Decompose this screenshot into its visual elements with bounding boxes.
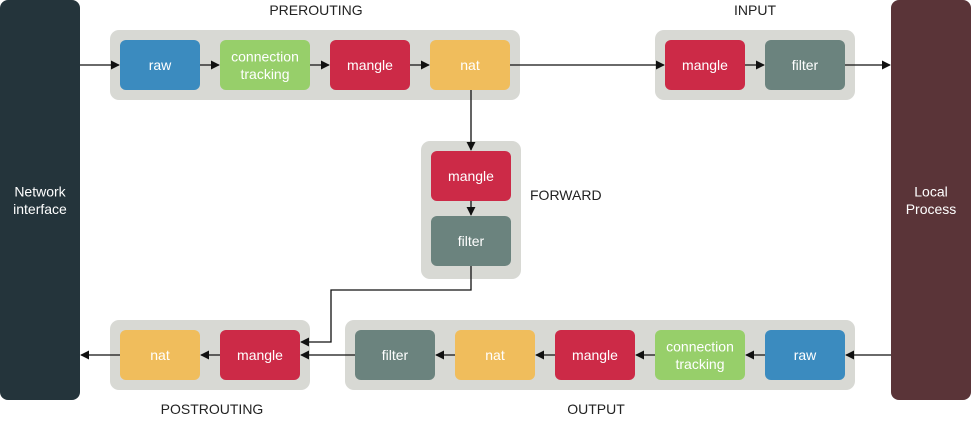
- prerouting-mangle-node: mangle: [330, 40, 410, 90]
- forward-filter-node: filter: [431, 216, 511, 266]
- postrouting-mangle-label-line: mangle: [237, 347, 283, 363]
- postrouting-mangle-label: mangle: [237, 347, 283, 363]
- forward-mangle-label-line: mangle: [448, 168, 494, 184]
- prerouting-connection_tracking-label: connection tracking: [231, 48, 299, 82]
- input-filter-box: [765, 40, 845, 90]
- prerouting-nat-node: nat: [430, 40, 510, 90]
- postrouting-nat-box: [120, 330, 200, 380]
- output-nat-label: nat: [485, 347, 505, 363]
- output-raw-box: [765, 330, 845, 380]
- forward-filter-label: filter: [458, 233, 485, 249]
- prerouting-nat-label-line: nat: [460, 57, 480, 73]
- output-connection_tracking-node: connection tracking: [655, 330, 745, 380]
- output-filter-label-line: filter: [382, 347, 409, 363]
- postrouting-nat-label: nat: [150, 347, 170, 363]
- forward-mangle-node: mangle: [431, 151, 511, 201]
- output-connection_tracking-label-line: connection: [666, 338, 734, 354]
- postrouting-nat-label-line: nat: [150, 347, 170, 363]
- network-interface-box: [0, 0, 80, 400]
- postrouting-mangle-node: mangle: [220, 330, 300, 380]
- input-filter-label-line: filter: [792, 57, 819, 73]
- input-mangle-box: [665, 40, 745, 90]
- output-filter-node: filter: [355, 330, 435, 380]
- output-chain-label: OUTPUT: [567, 401, 625, 417]
- input-mangle-label: mangle: [682, 57, 728, 73]
- prerouting-connection_tracking-box: [220, 40, 310, 90]
- prerouting-mangle-label-line: mangle: [347, 57, 393, 73]
- network-interface-label-line: interface: [13, 201, 67, 217]
- output-raw-label: raw: [794, 347, 817, 363]
- prerouting-raw-node: raw: [120, 40, 200, 90]
- prerouting-connection_tracking-node: connection tracking: [220, 40, 310, 90]
- output-filter-box: [355, 330, 435, 380]
- output-nat-label-line: nat: [485, 347, 505, 363]
- network-interface-label-line: Network: [14, 183, 66, 199]
- prerouting-chain-label: PREROUTING: [269, 2, 362, 18]
- output-connection_tracking-label: connection tracking: [666, 338, 734, 372]
- input-filter-label: filter: [792, 57, 819, 73]
- local-process-label-line: Process: [906, 201, 957, 217]
- prerouting-raw-label: raw: [149, 57, 172, 73]
- local-process-label-line: Local: [914, 183, 947, 199]
- output-raw-label-line: raw: [794, 347, 817, 363]
- output-mangle-label-line: mangle: [572, 347, 618, 363]
- output-connection_tracking-label-line: tracking: [675, 356, 724, 372]
- forward-chain-label: FORWARD: [530, 187, 602, 203]
- prerouting-raw-box: [120, 40, 200, 90]
- prerouting-raw-label-line: raw: [149, 57, 172, 73]
- prerouting-nat-label: nat: [460, 57, 480, 73]
- output-mangle-node: mangle: [555, 330, 635, 380]
- postrouting-chain-label: POSTROUTING: [161, 401, 264, 417]
- output-connection_tracking-box: [655, 330, 745, 380]
- forward-mangle-label: mangle: [448, 168, 494, 184]
- forward-filter-box: [431, 216, 511, 266]
- input-mangle-label-line: mangle: [682, 57, 728, 73]
- output-mangle-label: mangle: [572, 347, 618, 363]
- prerouting-connection_tracking-label-line: connection: [231, 48, 299, 64]
- prerouting-connection_tracking-label-line: tracking: [240, 66, 289, 82]
- network-interface-label: Network interface: [13, 183, 67, 217]
- output-filter-label: filter: [382, 347, 409, 363]
- input-mangle-node: mangle: [665, 40, 745, 90]
- input-chain-label: INPUT: [734, 2, 776, 18]
- prerouting-mangle-label: mangle: [347, 57, 393, 73]
- output-mangle-box: [555, 330, 635, 380]
- output-nat-box: [455, 330, 535, 380]
- local-process-box: [891, 0, 971, 400]
- prerouting-nat-box: [430, 40, 510, 90]
- prerouting-mangle-box: [330, 40, 410, 90]
- input-filter-node: filter: [765, 40, 845, 90]
- arrow-forward-to-postrouting: [300, 266, 472, 347]
- output-nat-node: nat: [455, 330, 535, 380]
- network-interface-endpoint: Network interface: [0, 0, 80, 400]
- postrouting-nat-node: nat: [120, 330, 200, 380]
- forward-filter-label-line: filter: [458, 233, 485, 249]
- forward-mangle-box: [431, 151, 511, 201]
- output-raw-node: raw: [765, 330, 845, 380]
- postrouting-mangle-box: [220, 330, 300, 380]
